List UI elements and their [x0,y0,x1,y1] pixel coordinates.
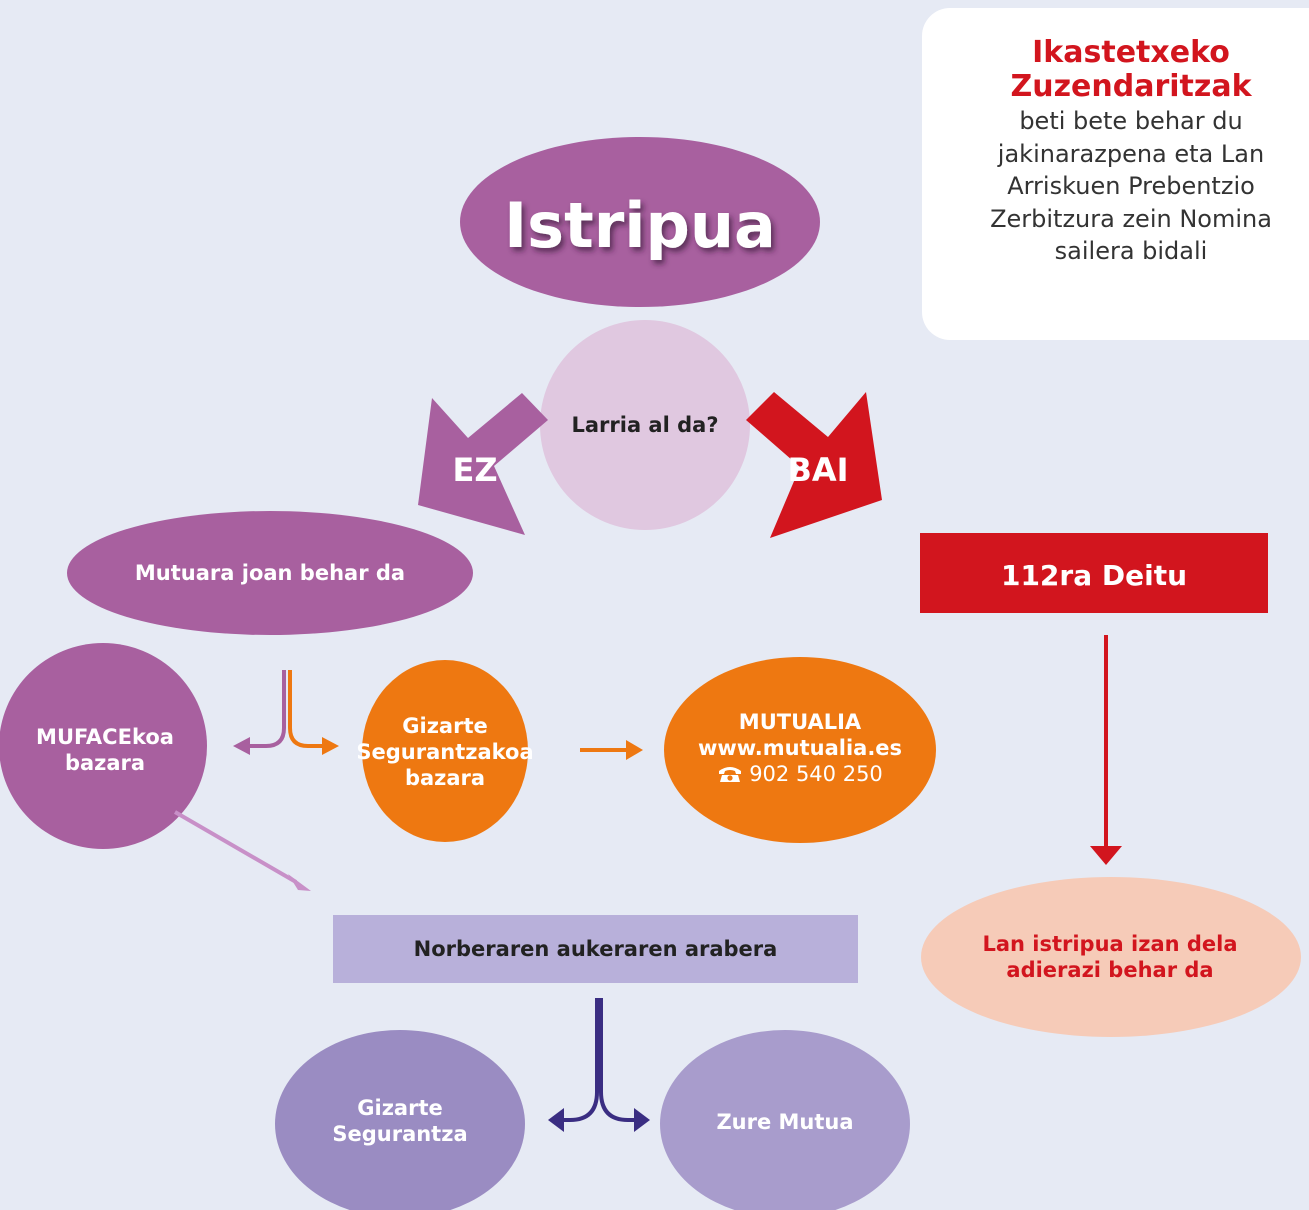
choice-box [333,915,858,983]
bai-arrow [746,392,882,538]
orange-split-arrow [288,670,324,748]
orange-horizontal-arrowhead [626,740,643,760]
muface-ellipse [0,643,207,849]
call-112-label: 112ra Deitu [1000,558,1188,592]
gizarte-ellipse [275,1030,525,1210]
gizarte-label: Gizarte Segurantza [332,1095,468,1146]
mutualia-url: www.mutualia.es [697,735,903,760]
title-text: Istripua [504,189,776,262]
question-label: Larria al da? [571,412,719,437]
note-body: beti bete behar du jakinarazpena eta Lan… [990,107,1272,265]
muface-label: MUFACEkoa bazara [36,724,174,775]
purple-split-arrow [248,670,286,748]
navy-split-arrow [560,998,638,1122]
mutualia-phone: 902 540 250 [749,762,883,787]
call-112-box [920,533,1268,613]
navy-left-arrowhead [548,1108,564,1132]
note-title: Ikastetxeko Zuzendaritzak [1010,35,1252,104]
title-ellipse [460,137,820,307]
navy-right-arrowhead [634,1108,650,1132]
social-security-label: Gizarte Segurantzakoa bazara [356,713,534,791]
muface-diagonal-line [173,810,298,884]
zure-mutua-ellipse [660,1030,910,1210]
social-security-ellipse [362,660,528,842]
mutua-label: Mutuara joan behar da [134,560,406,585]
muface-diagonal-arrowhead [288,874,311,891]
mutualia-label: MUTUALIA www.mutualia.es 902 540 250 [680,700,920,796]
ez-label: EZ [452,451,498,489]
purple-split-arrowhead [233,737,250,755]
report-label: Lan istripua izan dela adierazi behar da [982,931,1238,982]
choice-label: Norberaren aukeraren arabera [413,936,778,961]
orange-split-arrowhead [322,737,339,755]
mutualia-phone-row: 902 540 250 [717,761,883,787]
mutualia-ellipse [664,657,936,843]
note-box: Ikastetxeko Zuzendaritzak beti bete beha… [922,8,1309,340]
mutualia-name: MUTUALIA [738,709,862,734]
mutua-ellipse [67,511,473,635]
ez-arrow [418,393,548,535]
bai-label: BAI [787,451,849,489]
red-down-arrowhead [1090,846,1122,865]
report-ellipse [921,877,1301,1037]
zure-mutua-label: Zure Mutua [716,1109,854,1134]
phone-icon [719,767,742,783]
question-circle [540,320,750,530]
